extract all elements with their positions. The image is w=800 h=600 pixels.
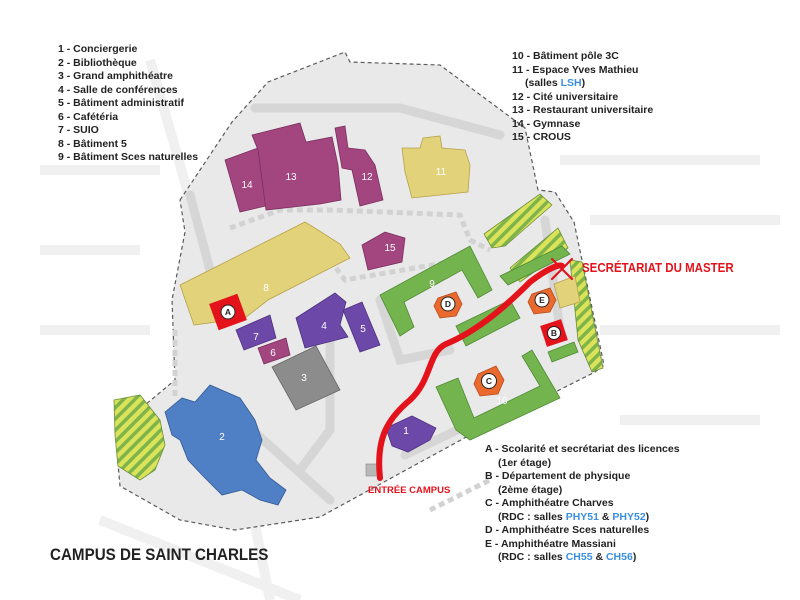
- legend-item-13: 13 - Restaurant universitaire: [512, 104, 654, 116]
- building-7: [235, 314, 277, 351]
- building-10: [435, 349, 561, 441]
- building-2: [164, 384, 287, 506]
- building-15: [361, 231, 406, 271]
- route-to-secretariat: [376, 262, 565, 481]
- marker-a-letter: A: [225, 307, 231, 317]
- legend-item-15: 15 - CROUS: [512, 131, 571, 143]
- room-lsh: LSH: [560, 77, 582, 89]
- label-4: 4: [321, 321, 327, 332]
- label-12: 12: [361, 172, 373, 183]
- building-1: [385, 415, 437, 453]
- legend-letter-b: B - Département de physique: [485, 470, 631, 482]
- legend-buildings-1-9: 1 - Conciergerie 2 - Bibliothèque 3 - Gr…: [58, 43, 198, 165]
- label-14: 14: [241, 180, 253, 191]
- legend-item-11: 11 - Espace Yves Mathieu: [512, 63, 639, 76]
- surrounding-streets: [40, 58, 780, 600]
- marker-d-letter: D: [445, 299, 451, 309]
- legend-letter-e-rooms: (RDC : salles CH55 & CH56): [485, 551, 680, 565]
- buildings: [164, 122, 581, 506]
- amphitheatre-markers: [220, 287, 568, 397]
- legend-buildings-10-15: 10 - Bâtiment pôle 3C 11 - Espace Yves M…: [512, 50, 653, 145]
- legend-letter-c-amp: &: [598, 510, 613, 523]
- room-phy51: PHY51: [565, 510, 599, 523]
- legend-item-8: 8 - Bâtiment 5: [58, 137, 127, 150]
- marker-e-circle: [534, 292, 550, 308]
- label-10: 10: [496, 396, 508, 407]
- room-ch56: CH56: [605, 551, 633, 563]
- legend-letter-e-rooms-post: ): [632, 551, 637, 563]
- legend-letter-e-rooms-pre: (RDC : salles: [498, 551, 566, 563]
- building-4: [295, 292, 349, 349]
- building-9: [379, 245, 493, 337]
- marker-a-circle: [220, 304, 236, 320]
- legend-letter-c-rooms: (RDC : salles PHY51 & PHY52): [485, 511, 680, 525]
- legend-item-11-rooms-post: ): [581, 77, 586, 89]
- secretariat-label: SECRÉTARIAT DU MASTER: [582, 261, 734, 275]
- building-east-yellow: [553, 275, 581, 309]
- legend-item-11-rooms-pre: (salles: [525, 77, 561, 89]
- secretariat-x-icon: [550, 257, 574, 281]
- room-ch55: CH55: [565, 551, 593, 563]
- legend-item-10: 10 - Bâtiment pôle 3C: [512, 50, 619, 62]
- label-13: 13: [285, 172, 297, 183]
- label-1: 1: [403, 426, 409, 437]
- legend-letter-c-rooms-post: ): [645, 510, 650, 523]
- label-11: 11: [436, 167, 447, 178]
- marker-b-letter: B: [551, 328, 557, 338]
- label-6: 6: [270, 348, 276, 359]
- marker-e-letter: E: [539, 295, 545, 305]
- entrance-label: ENTRÉE CAMPUS: [368, 485, 451, 496]
- legend-item-6: 6 - Cafétéria: [58, 110, 119, 123]
- legend-item-7: 7 - SUIO: [58, 124, 99, 136]
- label-8: 8: [263, 283, 269, 294]
- legend-letter-b-sub: (2ème étage): [498, 483, 563, 496]
- legend-item-1: 1 - Conciergerie: [58, 43, 138, 55]
- legend-letter-c-rooms-pre: (RDC : salles: [498, 510, 566, 523]
- legend-item-9: 9 - Bâtiment Sces naturelles: [58, 151, 199, 163]
- legend-item-4: 4 - Salle de conférences: [58, 83, 178, 96]
- label-3: 3: [301, 373, 307, 384]
- legend-item-5: 5 - Bâtiment administratif: [58, 97, 185, 109]
- legend-letter-e-amp: &: [592, 551, 606, 563]
- legend-item-11-rooms: (salles LSH): [512, 77, 653, 91]
- legend-item-12: 12 - Cité universitaire: [512, 90, 619, 103]
- legend-item-14: 14 - Gymnase: [512, 117, 581, 130]
- marker-c-letter: C: [486, 376, 492, 386]
- legend-letter-a: A - Scolarité et secrétariat des licence…: [485, 443, 680, 455]
- label-15: 15: [384, 243, 396, 254]
- label-5: 5: [360, 324, 366, 335]
- legend-item-3: 3 - Grand amphithéatre: [58, 70, 173, 82]
- label-2: 2: [219, 432, 225, 443]
- building-5: [342, 301, 381, 353]
- legend-letter-a-sub: (1er étage): [498, 456, 552, 469]
- room-phy52: PHY52: [612, 510, 646, 523]
- building-13: [251, 122, 342, 211]
- building-6: [257, 337, 291, 365]
- building-east-strip: [499, 245, 571, 286]
- legend-letter-e: E - Amphithéatre Massiani: [485, 537, 616, 550]
- marker-c-circle: [481, 373, 497, 389]
- building-12: [334, 125, 384, 207]
- label-9: 9: [429, 279, 435, 290]
- legend-letters: A - Scolarité et secrétariat des licence…: [485, 443, 680, 565]
- building-east-small: [547, 341, 579, 363]
- legend-letter-c: C - Amphithéatre Charves: [485, 497, 614, 509]
- legend-letter-d: D - Amphithéatre Sces naturelles: [485, 524, 650, 536]
- building-11: [401, 135, 471, 199]
- building-9-part: [455, 299, 521, 347]
- marker-b-circle: [547, 326, 561, 340]
- legend-item-2: 2 - Bibliothèque: [58, 56, 137, 69]
- marker-d-circle: [440, 296, 456, 312]
- paths-dashed: [172, 207, 492, 513]
- map-title: CAMPUS DE SAINT CHARLES: [50, 546, 269, 564]
- building-3: [271, 345, 341, 411]
- label-7: 7: [253, 332, 259, 343]
